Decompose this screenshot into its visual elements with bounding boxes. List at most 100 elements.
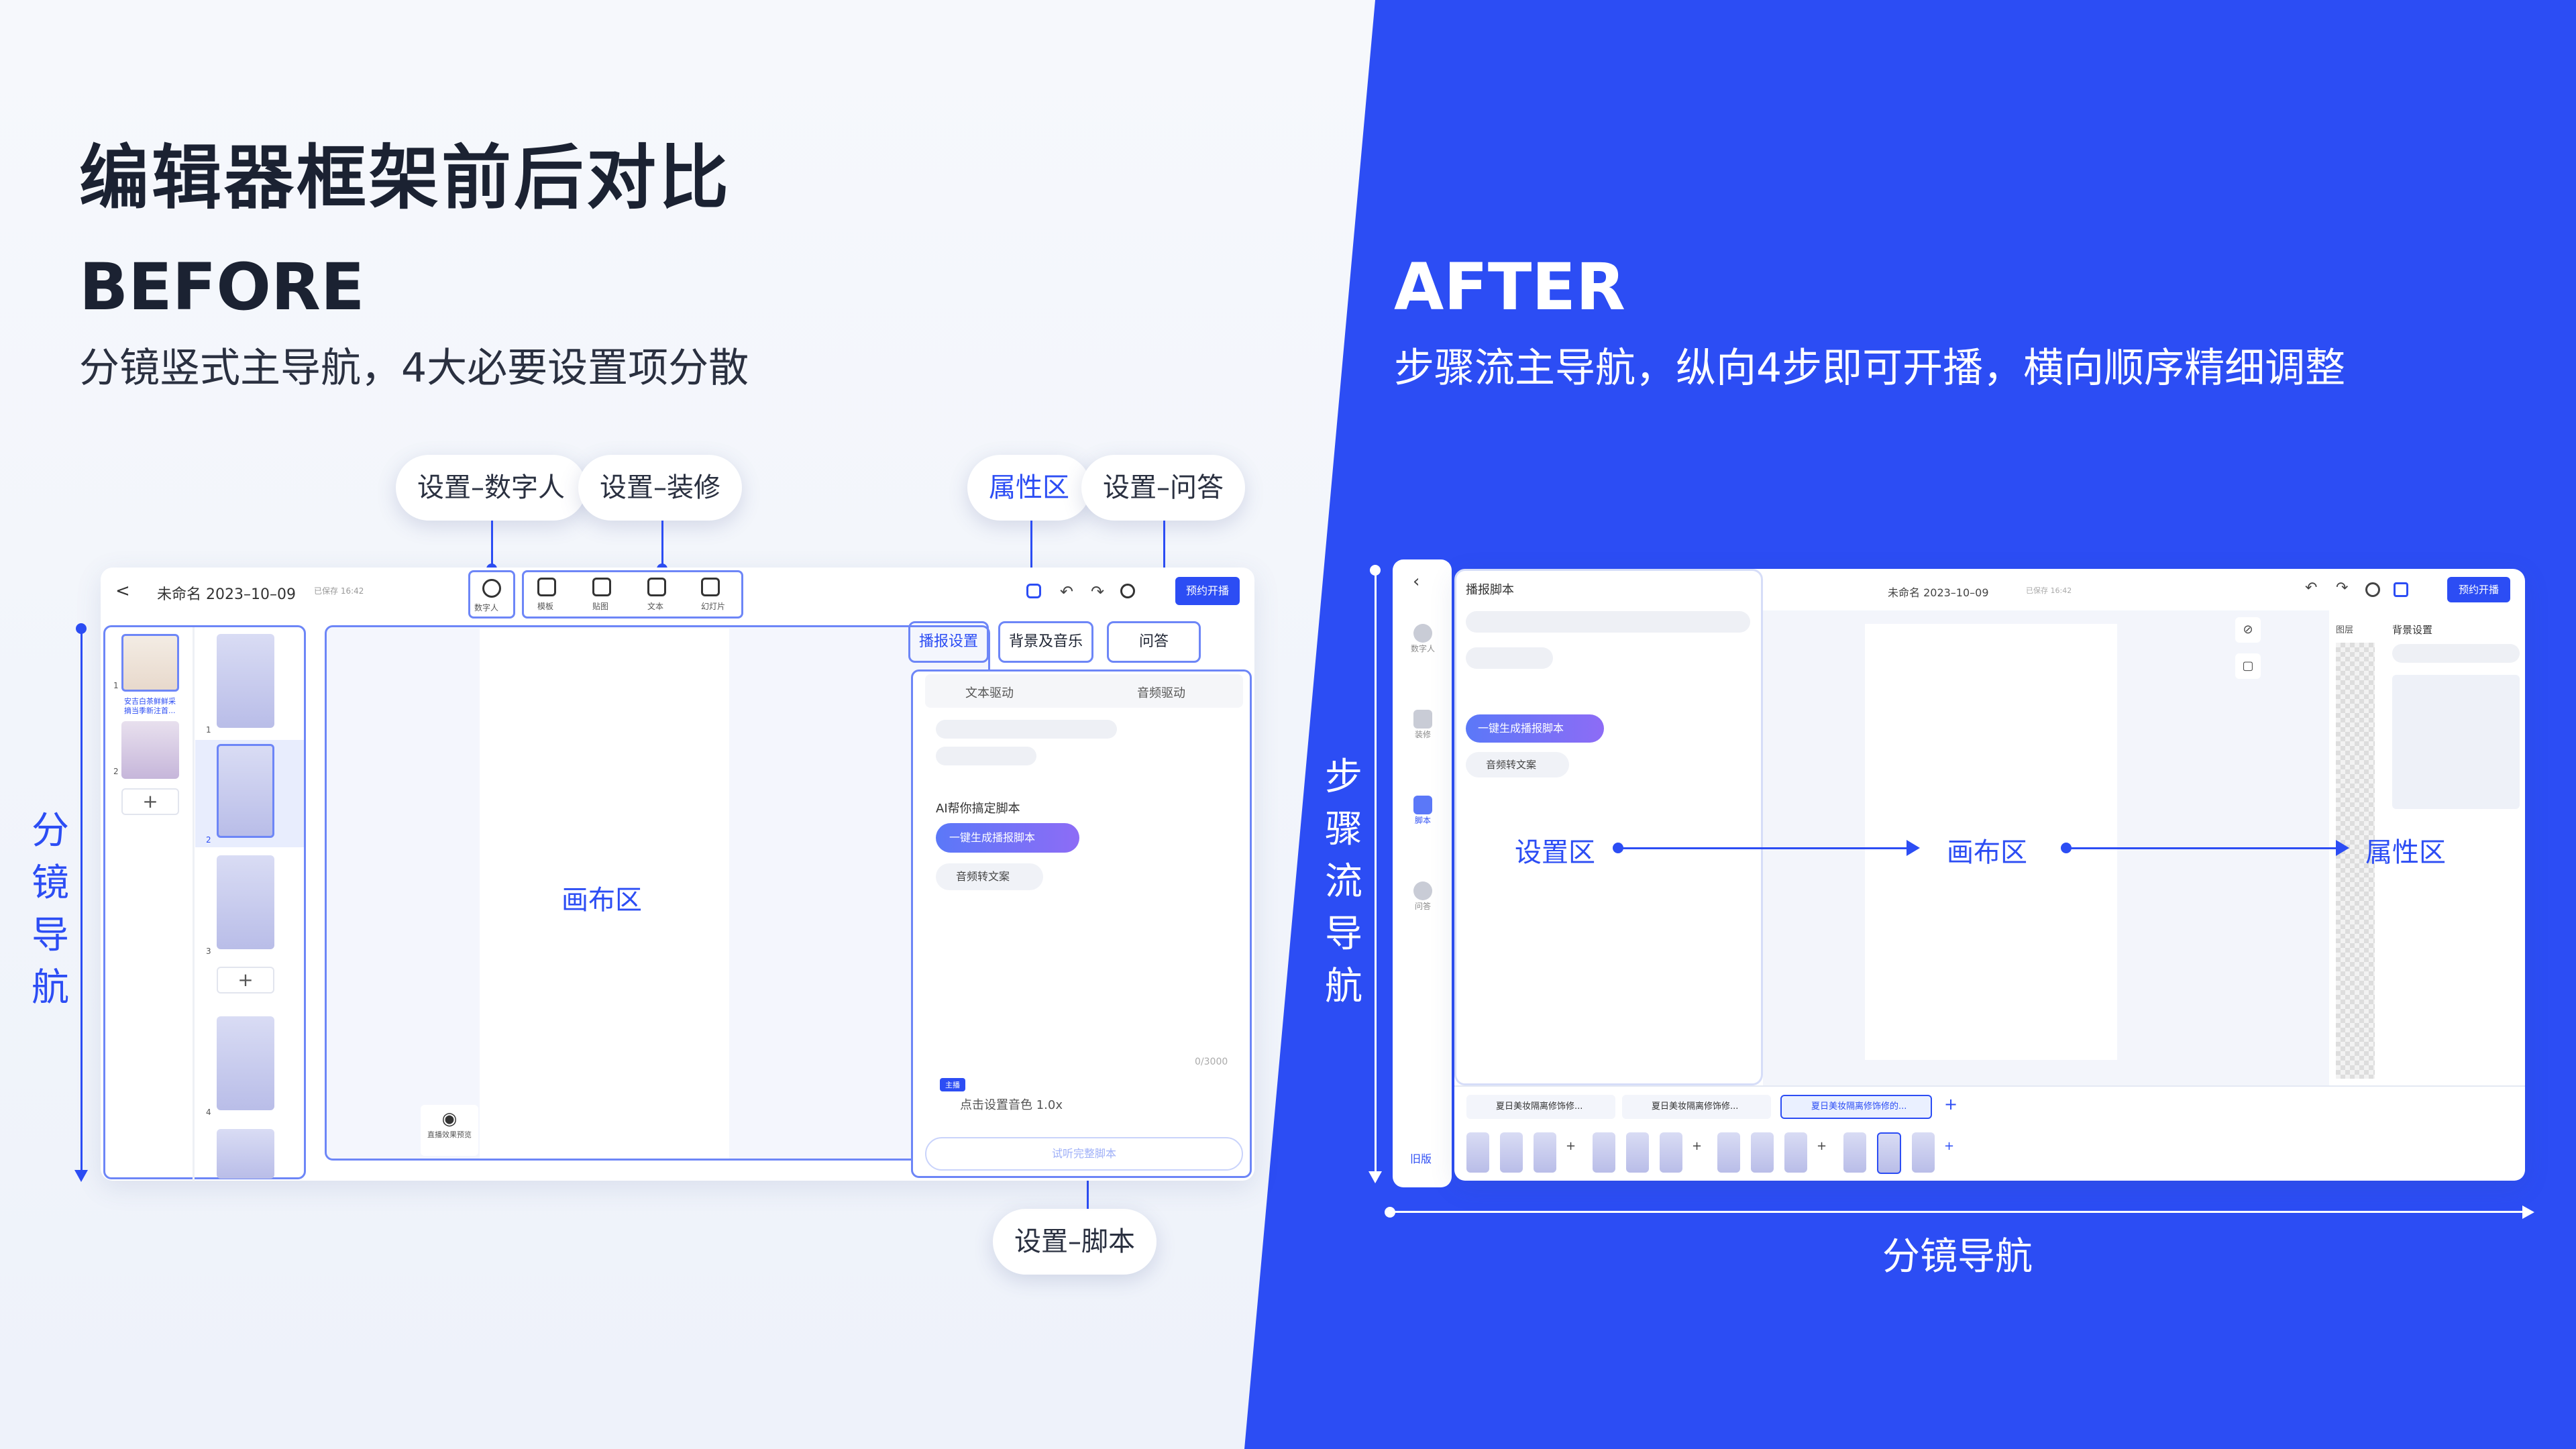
try-listen-button[interactable]: 试听完整脚本 [925, 1137, 1243, 1171]
add-frame-button[interactable]: + [1692, 1139, 1703, 1153]
zone-setting-label: 设置区 [1515, 837, 1595, 868]
schedule-live-button[interactable]: 预约开播 [1175, 577, 1240, 605]
bg-preview[interactable] [2392, 675, 2520, 809]
frame-thumbnail[interactable] [1626, 1132, 1649, 1173]
toolbar-template[interactable]: 模板 [537, 578, 571, 612]
audio-to-text-button[interactable]: 音频转文案 [936, 863, 1043, 890]
skeleton-line [936, 720, 1117, 739]
scene-caption: 安吉白茶鲜鲜采摘当季新注首... [124, 697, 176, 715]
compass-icon[interactable] [2365, 582, 2380, 597]
frame-thumbnail[interactable] [1784, 1132, 1807, 1173]
add-frame-button[interactable]: + [217, 967, 274, 994]
step-digital-human[interactable]: 数字人 [1406, 624, 1440, 654]
callout-property-area: 属性区 [967, 455, 1091, 521]
doc-name[interactable]: 未命名 2023–10–09 [1888, 586, 1989, 599]
char-counter: 0/3000 [1195, 1057, 1228, 1067]
bot-icon[interactable] [1120, 584, 1135, 598]
scene-tab-active[interactable]: 夏日美妆隔离修饰修的... [1780, 1095, 1932, 1119]
redo-icon[interactable]: ↷ [2336, 580, 2349, 596]
frame-thumbnail[interactable] [1593, 1132, 1615, 1173]
tab-broadcast-setting[interactable]: 播报设置 [908, 621, 989, 663]
frame-thumbnail[interactable] [217, 855, 274, 949]
tab-background-music[interactable]: 背景及音乐 [998, 621, 1093, 663]
toolbar-text[interactable]: 文本 [647, 578, 681, 612]
back-button[interactable]: ‹ [1413, 572, 1420, 592]
doc-name[interactable]: 未命名 2023–10–09 [157, 586, 296, 603]
panel-title: 播报脚本 [1466, 583, 1514, 597]
frame-thumbnail[interactable] [1500, 1132, 1523, 1173]
page-title: 编辑器框架前后对比 [79, 137, 732, 219]
undo-icon[interactable]: ↶ [1060, 582, 1074, 601]
add-frame-button[interactable]: + [1944, 1139, 1955, 1153]
axis-arrow [1368, 1171, 1382, 1183]
toolbar-slide[interactable]: 幻灯片 [701, 578, 741, 612]
before-editor-window: < 未命名 2023–10–09 已保存 16:42 数字人 模板 贴图 文本 … [101, 568, 1254, 1181]
step-qa[interactable]: 问答 [1406, 881, 1440, 912]
frame-thumbnail[interactable] [217, 744, 274, 838]
audio-to-text-button[interactable]: 音频转文案 [1466, 752, 1569, 777]
add-scene-button[interactable]: + [121, 788, 179, 815]
property-icon[interactable] [2394, 582, 2408, 597]
scene-tab[interactable]: 夏日美妆隔离修饰修... [1622, 1095, 1771, 1119]
connector-line [491, 521, 493, 568]
property-icon[interactable] [1026, 584, 1041, 598]
frame-thumbnail[interactable] [217, 634, 274, 728]
skeleton-line [936, 747, 1036, 765]
frame-thumbnail[interactable] [1466, 1132, 1489, 1173]
person-icon [482, 579, 501, 598]
frame-thumbnail-selected[interactable] [1877, 1132, 1901, 1174]
tab-qa[interactable]: 问答 [1107, 621, 1201, 663]
arrow-line [2066, 847, 2337, 849]
zone-property-label: 属性区 [2365, 837, 2446, 868]
scene-thumbnail[interactable] [121, 634, 179, 692]
frame-thumbnail[interactable] [217, 1129, 274, 1179]
back-button[interactable]: < [115, 581, 130, 601]
add-frame-button[interactable]: + [1566, 1139, 1576, 1153]
scene-strip: 夏日美妆隔离修饰修... 夏日美妆隔离修饰修... 夏日美妆隔离修饰修的... … [1454, 1085, 2525, 1181]
voice-setting[interactable]: 点击设置音色 1.0x [960, 1098, 1063, 1112]
toolbar-decoration-group: 模板 贴图 文本 幻灯片 [522, 570, 743, 619]
ai-hint: AI帮你搞定脚本 [936, 802, 1020, 816]
frame-thumbnail[interactable] [1660, 1132, 1682, 1173]
step-script[interactable]: 脚本 [1406, 796, 1440, 826]
undo-icon[interactable]: ↶ [2305, 580, 2318, 596]
tab-audio-drive[interactable]: 音频驱动 [1137, 686, 1185, 700]
setting-panel: 播报脚本 一键生成播报脚本 音频转文案 [1454, 569, 1763, 1085]
layer-list[interactable] [2336, 643, 2375, 1079]
step-decoration[interactable]: 装修 [1406, 710, 1440, 740]
scene-nav-label: 分 镜 导 航 [32, 809, 69, 1010]
person-icon [1413, 624, 1432, 643]
frame-thumbnail[interactable] [1912, 1132, 1935, 1173]
frame-thumbnail[interactable] [217, 1016, 274, 1110]
tab-text-drive[interactable]: 文本驱动 [965, 686, 1014, 700]
before-heading: BEFORE [79, 250, 365, 325]
frame-thumbnail[interactable] [1751, 1132, 1774, 1173]
live-preview-button[interactable]: ◉ 直播效果预览 [421, 1105, 478, 1156]
generate-script-button[interactable]: 一键生成播报脚本 [1466, 714, 1604, 743]
drive-tabs: 文本驱动 音频驱动 [925, 674, 1243, 708]
frame-thumbnail[interactable] [1717, 1132, 1740, 1173]
hide-icon[interactable]: ⊘ [2235, 617, 2261, 643]
frame-thumbnail[interactable] [1534, 1132, 1556, 1173]
frame-thumbnail[interactable] [1843, 1132, 1866, 1173]
frame-icon[interactable]: ▢ [2235, 653, 2261, 679]
add-scene-button[interactable]: + [1944, 1095, 1958, 1114]
old-version-link[interactable]: 旧版 [1410, 1152, 1432, 1165]
add-frame-button[interactable]: + [1817, 1139, 1827, 1153]
redo-icon[interactable]: ↷ [1091, 582, 1105, 601]
generate-script-button[interactable]: 一键生成播报脚本 [936, 823, 1079, 853]
template-icon [537, 578, 556, 596]
callout-script: 设置–脚本 [993, 1209, 1157, 1275]
scene-thumbnail[interactable] [121, 721, 179, 779]
arrow-head [2336, 840, 2349, 856]
layers-icon [1413, 710, 1432, 729]
toolbar-sticker[interactable]: 贴图 [592, 578, 626, 612]
bg-setting-title: 背景设置 [2392, 624, 2433, 636]
schedule-live-button[interactable]: 预约开播 [2447, 577, 2510, 602]
scene-list-panel: 1 安吉白茶鲜鲜采摘当季新注首... 2 + 1 2 3 + 4 [103, 625, 306, 1181]
property-panel: 背景设置 [2383, 610, 2525, 1085]
axis-line [80, 628, 83, 1170]
toolbar-digital-human[interactable]: 数字人 [468, 570, 515, 619]
scene-tab[interactable]: 夏日美妆隔离修饰修... [1466, 1095, 1615, 1119]
canvas-area: 画布区 ◉ 直播效果预览 [325, 625, 990, 1161]
